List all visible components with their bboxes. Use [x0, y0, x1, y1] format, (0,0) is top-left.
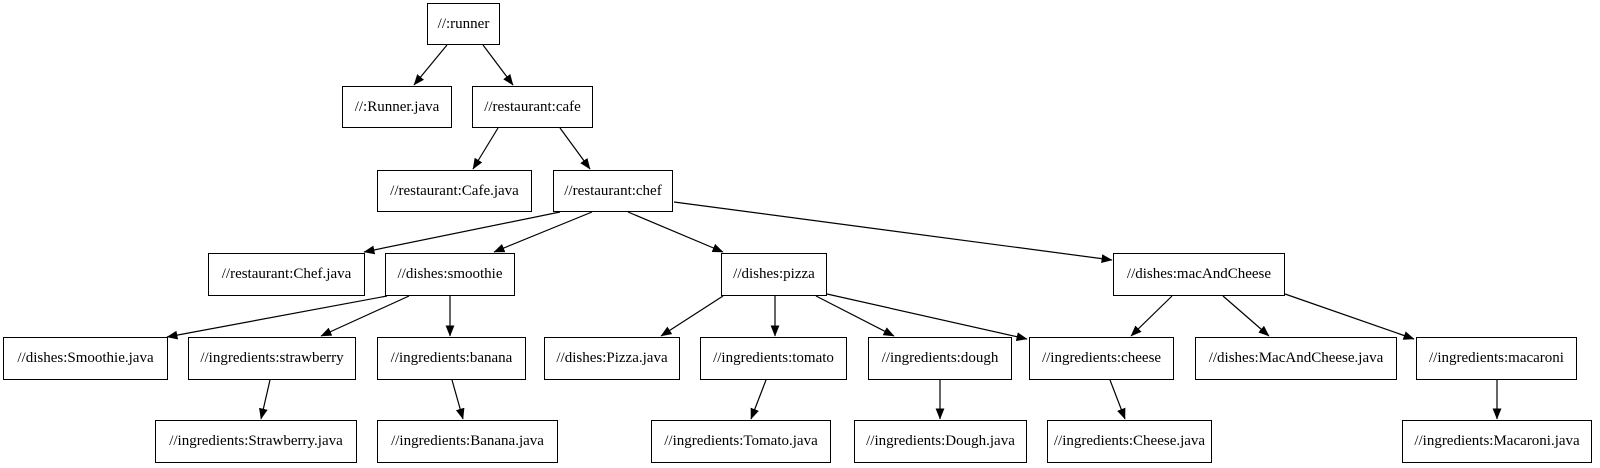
- edge-runner-to-cafe: [482, 44, 514, 86]
- graph-node-tomato-java: //ingredients:Tomato.java: [651, 420, 831, 463]
- graph-node-cafe-java: //restaurant:Cafe.java: [377, 170, 532, 212]
- graph-node-dough-java: //ingredients:Dough.java: [854, 420, 1027, 463]
- edge-chef-to-smoothie: [493, 211, 593, 253]
- graph-node-smoothie: //dishes:smoothie: [385, 253, 515, 296]
- graph-node-runner: //:runner: [427, 3, 500, 45]
- graph-node-chef-java: //restaurant:Chef.java: [208, 253, 365, 296]
- graph-node-banana: //ingredients:banana: [377, 337, 526, 380]
- graph-node-macaroni-java: //ingredients:Macaroni.java: [1402, 420, 1592, 463]
- graph-node-strawberry: //ingredients:strawberry: [188, 337, 356, 380]
- edge-strawberry-to-strawberry-java: [259, 379, 271, 420]
- graph-node-runner-java: //:Runner.java: [342, 86, 452, 128]
- graph-node-pizza: //dishes:pizza: [721, 253, 827, 296]
- graph-node-banana-java: //ingredients:Banana.java: [377, 420, 558, 463]
- graph-node-chef: //restaurant:chef: [553, 170, 673, 212]
- graph-node-cheese-java: //ingredients:Cheese.java: [1047, 420, 1212, 463]
- edge-chef-to-pizza: [627, 211, 724, 253]
- edge-pizza-to-pizza-java: [660, 295, 724, 337]
- edge-banana-to-banana-java: [451, 379, 465, 420]
- graph-node-cafe: //restaurant:cafe: [472, 86, 593, 128]
- edge-macandcheese-to-macaroni: [1284, 293, 1415, 340]
- edge-smoothie-to-smoothie-java: [166, 295, 388, 340]
- edge-chef-to-chef-java: [363, 211, 561, 255]
- graph-node-tomato: //ingredients:tomato: [700, 337, 847, 380]
- graph-node-macandcheese-java: //dishes:MacAndCheese.java: [1195, 337, 1397, 380]
- graph-node-cheese: //ingredients:cheese: [1029, 337, 1174, 380]
- edge-chef-to-macandcheese: [673, 201, 1113, 263]
- edge-pizza-to-dough: [815, 295, 895, 337]
- edge-tomato-to-tomato-java: [750, 379, 767, 420]
- edge-macandcheese-to-cheese: [1130, 295, 1173, 337]
- graph-node-dough: //ingredients:dough: [868, 337, 1012, 380]
- edge-smoothie-to-strawberry: [320, 295, 410, 337]
- graph-node-strawberry-java: //ingredients:Strawberry.java: [155, 420, 357, 463]
- edge-cafe-to-chef: [559, 127, 591, 170]
- edge-runner-to-runner-java: [413, 44, 448, 86]
- graph-node-macandcheese: //dishes:macAndCheese: [1113, 253, 1285, 296]
- edge-cafe-to-cafe-java: [472, 127, 499, 170]
- edge-macandcheese-to-macandcheese-java: [1222, 295, 1270, 337]
- graph-node-smoothie-java: //dishes:Smoothie.java: [3, 337, 168, 380]
- edge-cheese-to-cheese-java: [1109, 379, 1126, 420]
- edge-pizza-to-cheese: [826, 293, 1028, 341]
- graph-node-pizza-java: //dishes:Pizza.java: [544, 337, 680, 380]
- graph-node-macaroni: //ingredients:macaroni: [1416, 337, 1577, 380]
